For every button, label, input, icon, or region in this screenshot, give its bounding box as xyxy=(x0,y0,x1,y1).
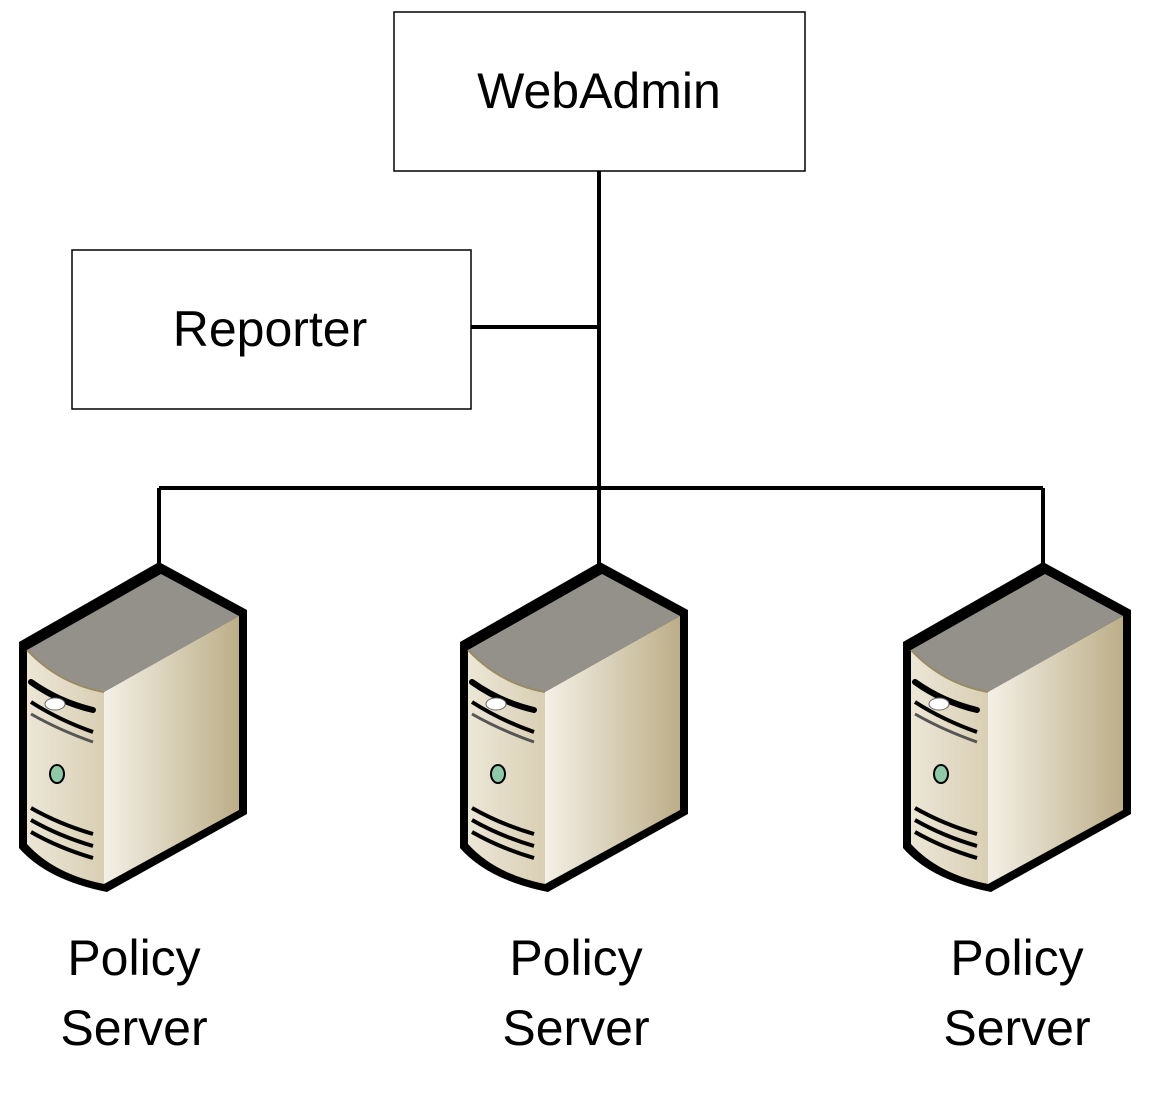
webadmin-label: WebAdmin xyxy=(477,63,721,119)
connectors xyxy=(157,171,1045,565)
reporter-box xyxy=(71,249,472,410)
webadmin-box xyxy=(393,11,806,172)
server-2-label-line1: Policy xyxy=(509,930,642,986)
server-1-label-line1: Policy xyxy=(67,930,200,986)
server-3-label-line1: Policy xyxy=(950,930,1083,986)
reporter-label: Reporter xyxy=(173,301,368,357)
policy-server-3: Policy Server xyxy=(903,562,1131,1056)
server-icon xyxy=(460,562,688,892)
server-1-label-line2: Server xyxy=(60,1000,207,1056)
policy-server-2: Policy Server xyxy=(460,562,688,1056)
webadmin-node: WebAdmin xyxy=(393,11,806,172)
reporter-node: Reporter xyxy=(71,249,472,410)
server-2-label-line2: Server xyxy=(502,1000,649,1056)
server-icon xyxy=(19,562,247,892)
server-3-label-line2: Server xyxy=(943,1000,1090,1056)
server-icon xyxy=(903,562,1131,892)
policy-server-1: Policy Server xyxy=(19,562,247,1056)
